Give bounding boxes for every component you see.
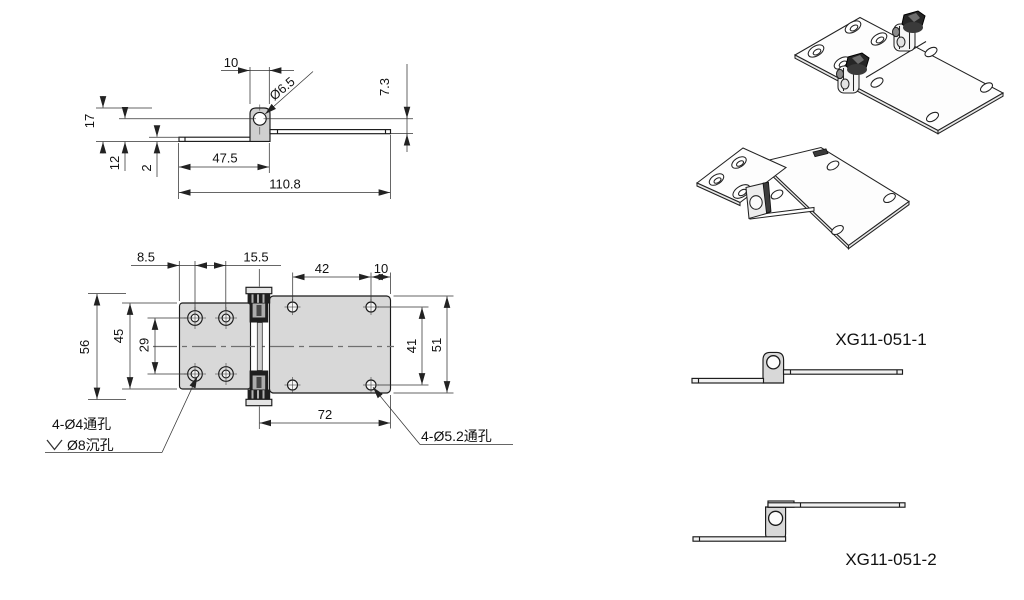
knuckle-body-core	[256, 305, 262, 316]
through-hole-iso	[770, 189, 784, 200]
note-through-holes: 4-Ø5.2通孔	[421, 428, 492, 444]
part-2-label: XG11-051-2	[845, 550, 936, 569]
dim-right-hole-spacing-label: 42	[315, 261, 329, 276]
through-hole	[284, 377, 301, 393]
knuckle-body-edge	[265, 375, 269, 390]
dim-knuckle-width-label: 10	[224, 55, 238, 70]
knuckle-cap	[245, 286, 273, 295]
right-plate-plan	[268, 295, 392, 394]
dim-right-hole-spacing-y-label: 41	[404, 339, 419, 353]
knuckle-assembly-top	[245, 286, 273, 323]
through-hole-iso	[925, 111, 940, 123]
knuckle-body-edge	[265, 303, 269, 318]
left-leaf-profile	[691, 377, 765, 384]
part-view-2: XG11-051-2	[692, 500, 937, 569]
through-hole-iso	[924, 46, 938, 58]
note-countersunk-holes-line1: 4-Ø4通孔	[52, 416, 111, 432]
note-countersunk-holes-line2: Ø8沉孔	[67, 437, 114, 453]
plan-view: 8.5 15.5 42 10 56 45 29 41 51	[45, 250, 513, 453]
knuckle-assembly-bottom	[245, 370, 273, 407]
dim-total-length-label: 110.8	[269, 177, 301, 192]
iso-view-closed	[793, 10, 1005, 135]
knuckle-band	[249, 317, 269, 323]
nut-stripe	[257, 390, 259, 399]
countersunk-hole-iso	[844, 20, 862, 34]
countersunk-hole	[215, 307, 237, 329]
plate-thickness-edge	[696, 182, 741, 207]
part-view-1: XG11-051-1	[691, 330, 927, 384]
dim-right-leaf-length-label: 72	[318, 407, 332, 422]
dim-right-leaf-height-label: 7.3	[377, 78, 392, 96]
countersunk-hole-iso	[870, 32, 888, 46]
countersunk-hole-iso	[807, 44, 825, 58]
through-hole	[284, 299, 301, 315]
through-holes	[284, 299, 379, 393]
iso-view-open	[695, 146, 910, 250]
knuckle-cap	[245, 398, 273, 407]
dim-right-plate-width-label: 51	[429, 338, 444, 352]
countersink-symbol-icon	[46, 439, 63, 451]
dim-total-height-label: 17	[82, 114, 97, 128]
through-hole-iso	[870, 77, 884, 88]
through-hole-iso	[979, 82, 994, 93]
knuckle-body-edge	[249, 375, 253, 390]
dim-thickness-label: 2	[139, 164, 154, 171]
knuckle-screw-assembly-iso	[891, 10, 926, 52]
countersunk-hole-iso	[708, 173, 725, 186]
leader-line	[161, 376, 198, 453]
leader-line	[264, 71, 314, 115]
nut-stripe	[257, 294, 259, 303]
knuckle-screw-assembly-iso	[835, 52, 870, 94]
plate-thickness-edge	[847, 200, 910, 250]
pin-hole	[766, 355, 781, 370]
through-hole-iso	[831, 224, 844, 236]
hinge-tab-iso	[812, 148, 829, 158]
through-hole-iso	[883, 192, 896, 204]
nut-stripe	[251, 294, 254, 303]
hinge-pin-barrel	[256, 322, 263, 371]
countersunk-hole	[215, 363, 237, 385]
nut-stripe	[262, 294, 265, 303]
through-hole-iso	[826, 160, 840, 171]
countersunk-hole-iso	[731, 156, 747, 169]
dim-left-leaf-length-label: 47.5	[212, 151, 237, 166]
left-leaf-side	[178, 136, 254, 142]
side-view: 10 Ø6.5 7.3 17 12 2 47.5	[82, 55, 413, 199]
dim-edge-to-hole-label: 8.5	[137, 250, 155, 265]
nut-stripe	[262, 390, 265, 399]
part-1-label: XG11-051-1	[835, 330, 926, 349]
countersunk-hole	[184, 307, 206, 329]
knuckle-body-core	[256, 377, 262, 388]
right-leaf-side	[269, 129, 392, 135]
dim-left-hole-spacing-y-label: 29	[137, 338, 152, 352]
dim-left-plate-width-label: 45	[111, 329, 126, 343]
dim-hole-spacing-label: 15.5	[243, 250, 268, 265]
knuckle-iso	[745, 181, 772, 220]
plate-thickness-edge	[937, 92, 1004, 135]
top-leaf-profile	[767, 502, 906, 508]
knuckle-body-edge	[249, 303, 253, 318]
through-hole	[363, 299, 379, 315]
leader-line	[372, 387, 421, 445]
nut-stripe	[251, 390, 254, 399]
knuckle-band	[249, 370, 269, 376]
right-leaf-profile	[782, 369, 904, 375]
bottom-leaf-profile	[692, 536, 787, 542]
dim-total-width-label: 56	[77, 340, 92, 354]
dim-hole-to-edge-label: 10	[374, 261, 388, 276]
dim-pin-height-label: 12	[107, 156, 122, 170]
pin-hole	[767, 510, 784, 526]
hinge-seam-line	[865, 41, 927, 78]
